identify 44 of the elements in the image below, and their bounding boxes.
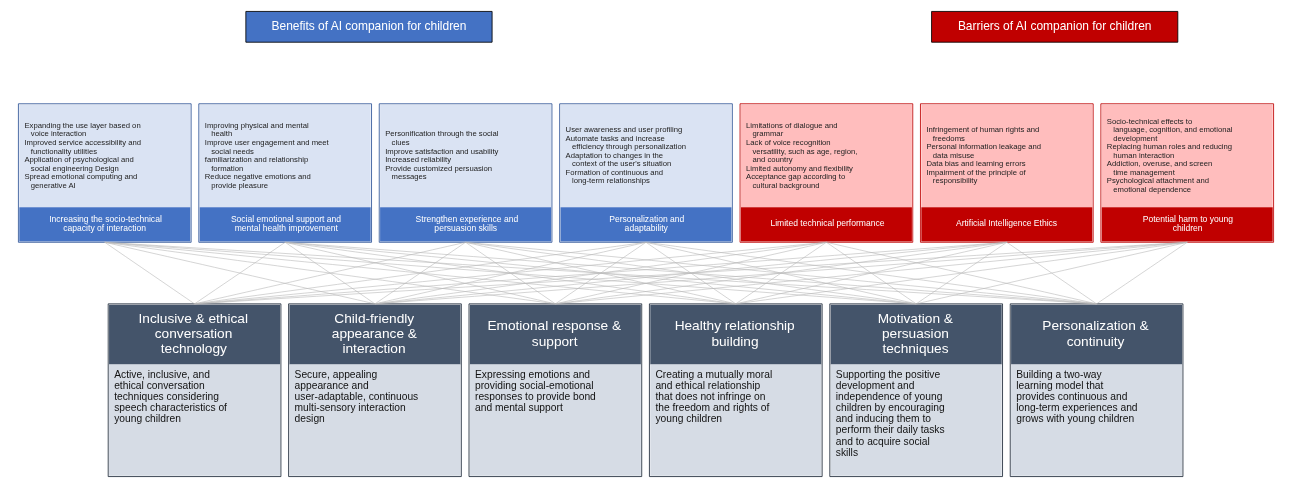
connector: [735, 242, 827, 305]
connector: [104, 242, 917, 305]
connector: [104, 242, 195, 305]
connector: [284, 242, 737, 305]
connector: [915, 242, 1008, 305]
connector: [826, 242, 1097, 305]
connector: [465, 242, 556, 305]
connector: [104, 242, 376, 305]
connector: [194, 242, 827, 305]
connector: [645, 242, 1097, 305]
connector: [194, 242, 1188, 305]
connector: [645, 242, 917, 305]
label: Benefits of AI companion for children: [271, 18, 467, 33]
connector: [1096, 242, 1188, 305]
connector: [284, 242, 917, 305]
connector: [465, 242, 917, 305]
connector: [374, 242, 466, 305]
connector: [374, 242, 1188, 305]
connector: [735, 242, 1008, 305]
connector: [194, 242, 286, 305]
connector: [284, 242, 376, 305]
connector: [555, 242, 647, 305]
connector: [555, 242, 1188, 305]
connector: [104, 242, 1097, 305]
connector: [826, 242, 917, 305]
connector: [915, 242, 1188, 305]
label: Barriers of AI companion for children: [957, 18, 1152, 33]
connector: [284, 242, 556, 305]
connector: [374, 242, 827, 305]
connector: [284, 242, 1097, 305]
connector: [555, 242, 827, 305]
connector: [1006, 242, 1097, 305]
connector: [104, 242, 737, 305]
connector: [735, 242, 1188, 305]
connector: [194, 242, 647, 305]
connector: [374, 242, 647, 305]
connector: [374, 242, 1008, 305]
connector: [465, 242, 1097, 305]
connector: [104, 242, 556, 305]
connector: [194, 242, 1008, 305]
connector: [645, 242, 737, 305]
connector: [194, 242, 466, 305]
connector: [555, 242, 1008, 305]
connector: [465, 242, 737, 305]
